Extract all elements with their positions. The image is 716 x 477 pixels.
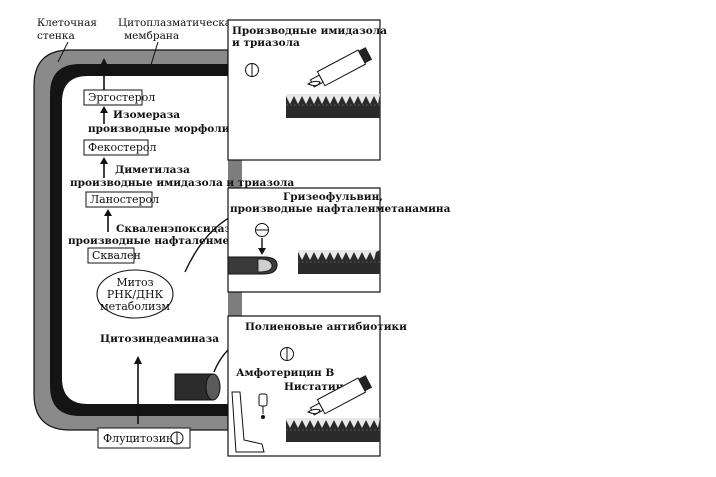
cell-wall-label-2: стенка <box>37 30 75 42</box>
demethylase-label: Диметилаза <box>115 164 190 176</box>
polyene-skin-section <box>286 418 380 442</box>
griseofulvin-panel <box>227 187 381 293</box>
azoles-skin-section <box>286 94 380 118</box>
flucytosine-uptake-arrowhead <box>134 356 142 364</box>
squalene-epoxidase-label: Скваленэпоксидаза, <box>116 223 242 235</box>
mitosis-line-2: РНК/ДНК <box>107 288 164 301</box>
mitosis-ellipse <box>96 269 174 319</box>
squalene-label: Сквален <box>92 249 141 262</box>
arrowhead-squalene-lanosterol <box>104 209 112 216</box>
lanosterol-box <box>85 191 153 208</box>
fecosterol-box <box>83 139 149 156</box>
arrowhead-fecosterol-ergosterol <box>100 106 108 113</box>
morpholines-label: производные морфолинов <box>88 123 251 135</box>
azoles-panel <box>227 19 381 161</box>
azoles-cream-drop-icon <box>306 80 321 87</box>
flucytosine-label: Флуцитозин <box>103 432 173 445</box>
membrane-channel-end <box>205 373 221 401</box>
mitosis-line-3: метаболизм <box>100 300 170 313</box>
ergosterol-box <box>83 89 143 106</box>
mitosis-line-1: Митоз <box>116 276 153 289</box>
membrane-label-1: Цитоплазматическая <box>118 17 238 29</box>
ergosterol-label: Эргостерол <box>88 91 155 104</box>
cell-wall-label-1: Клеточная <box>37 17 97 29</box>
lanosterol-label: Ланостерол <box>90 193 159 206</box>
azoles-panel-title-1: Производные имидазола <box>232 25 387 37</box>
cytosine-deaminase-label: Цитозиндеаминаза <box>100 333 219 345</box>
nystatin-label: Нистатин <box>284 381 344 393</box>
imidazole-triazole-inner-label: производные имидазола и триазола <box>70 177 294 189</box>
griseofulvin-down-arrowhead <box>258 248 266 255</box>
griseofulvin-skin-section <box>298 250 380 274</box>
griseofulvin-panel-title-1: Гризеофульвин, <box>283 191 383 203</box>
amphotericin-label: Амфотерицин В <box>236 367 334 379</box>
ergosterol-to-membrane-arrowhead <box>100 58 108 66</box>
cell-wall-pointer <box>57 41 69 63</box>
arrowhead-lanosterol-fecosterol <box>100 157 108 164</box>
isomerase-label: Изомераза <box>113 109 180 121</box>
squalene-box <box>87 247 135 264</box>
fingernail-icon <box>257 258 273 273</box>
flucytosine-box <box>97 427 191 449</box>
polyene-cream-drop-icon <box>306 408 321 415</box>
membrane-label-2: мембрана <box>124 30 179 42</box>
griseofulvin-panel-title-2: производные нафталенметанамина <box>230 203 451 215</box>
fecosterol-label: Фекостерол <box>88 141 157 154</box>
polyene-panel-title: Полиеновые антибиотики <box>245 321 407 333</box>
limb-icon <box>231 391 265 453</box>
iv-drip-icon <box>258 393 268 419</box>
azoles-panel-title-2: и триазола <box>232 37 300 49</box>
membrane-pointer <box>149 41 159 69</box>
